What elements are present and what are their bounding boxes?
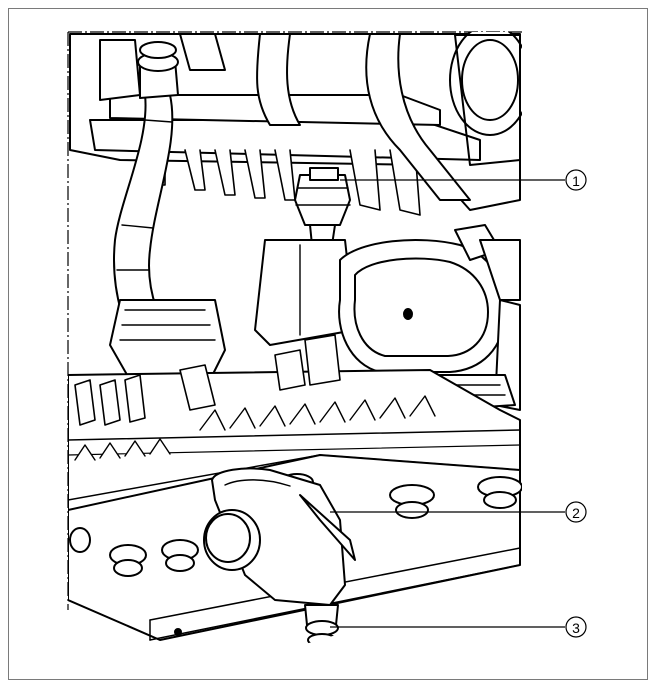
plate-clips (74, 334, 341, 426)
pump-housing (338, 224, 521, 411)
callout-1: 1 (565, 169, 587, 191)
plate-teeth (74, 395, 436, 461)
leader-lines (330, 179, 565, 628)
condensate-trap (203, 467, 356, 647)
left-valve-body (109, 299, 226, 381)
callout-2-label: 2 (572, 505, 580, 521)
callout-1-label: 1 (572, 173, 580, 189)
callout-3: 3 (565, 616, 587, 638)
callout-3-label: 3 (572, 620, 580, 636)
callout-2: 2 (565, 501, 587, 523)
section-boundary (67, 31, 522, 610)
center-block (254, 239, 356, 346)
